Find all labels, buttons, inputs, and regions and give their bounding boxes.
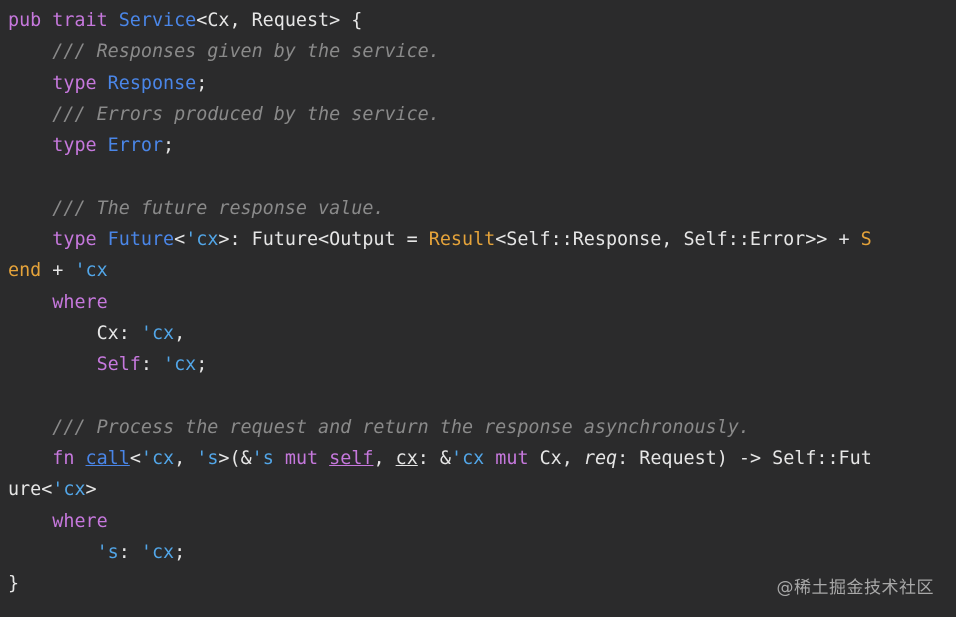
code-token: 's: [251, 448, 274, 470]
code-token: >(&: [218, 448, 252, 470]
code-token: type: [52, 72, 108, 94]
code-token: Response: [107, 72, 197, 94]
code-token: Self: [96, 354, 141, 376]
code-token: ure<: [8, 479, 53, 501]
code-token: 'cx: [140, 542, 175, 564]
code-token: [8, 41, 52, 62]
code-token: call: [85, 448, 130, 470]
code-token: 'cx: [140, 322, 175, 344]
code-token: [8, 229, 52, 250]
code-token: <: [174, 229, 186, 251]
code-token: ;: [196, 354, 208, 376]
code-token: mut: [495, 448, 540, 470]
code-line: 's: 'cx;: [8, 537, 956, 568]
code-token: [8, 542, 97, 563]
code-token: [274, 448, 285, 469]
code-line: [8, 381, 956, 412]
code-token: ;: [196, 72, 208, 94]
code-token: 'cx: [140, 448, 175, 470]
code-token: self: [329, 448, 374, 470]
code-token: <Self::Response, Self::Error>> +: [495, 229, 861, 251]
code-token: 's: [196, 448, 219, 470]
code-token: [484, 448, 495, 469]
code-token: pub trait: [8, 10, 119, 31]
code-token: /// Responses given by the service.: [52, 41, 440, 63]
code-token: fn: [52, 448, 86, 470]
code-line: pub trait Service<Cx, Request> {: [8, 5, 956, 36]
code-line: /// Errors produced by the service.: [8, 99, 956, 130]
code-token: ,: [174, 448, 197, 470]
code-token: type: [52, 229, 108, 251]
code-line: ure<'cx>: [8, 474, 956, 505]
code-line: /// The future response value.: [8, 193, 956, 224]
code-token: +: [41, 260, 75, 282]
code-token: /// Errors produced by the service.: [52, 103, 440, 125]
code-token: type: [52, 135, 108, 157]
code-token: ,: [373, 448, 396, 470]
code-block: pub trait Service<Cx, Request> { /// Res…: [8, 5, 956, 600]
code-token: :: [118, 542, 141, 564]
code-line: Self: 'cx;: [8, 349, 956, 380]
watermark: @稀土掘金技术社区: [776, 578, 934, 598]
code-token: 'cx: [185, 229, 219, 251]
code-token: : &: [417, 448, 451, 470]
code-token: cx: [395, 448, 418, 470]
code-token: [8, 135, 52, 156]
code-token: /// Process the request and return the r…: [52, 416, 750, 438]
code-token: Cx,: [539, 448, 584, 470]
code-token: Error: [107, 135, 164, 157]
code-token: [8, 73, 52, 94]
code-line: fn call<'cx, 's>(&'s mut self, cx: &'cx …: [8, 443, 956, 474]
code-token: mut: [284, 448, 330, 470]
code-token: ;: [163, 135, 175, 157]
code-token: [8, 354, 97, 375]
code-line: where: [8, 287, 956, 318]
code-token: 'cx: [52, 479, 86, 501]
code-token: :: [140, 354, 164, 376]
code-token: [8, 448, 52, 469]
code-token: 'cx: [163, 354, 197, 376]
code-line: end + 'cx: [8, 255, 956, 286]
code-token: >: [85, 479, 97, 501]
code-token: <: [129, 448, 141, 470]
code-line: type Future<'cx>: Future<Output = Result…: [8, 224, 956, 255]
code-token: ,: [174, 322, 186, 344]
code-token: <Cx, Request> {: [196, 10, 363, 31]
code-token: end: [8, 260, 42, 282]
code-token: where: [52, 510, 108, 532]
code-token: /// The future response value.: [52, 197, 385, 219]
code-line: }: [8, 568, 956, 599]
code-token: [8, 104, 52, 125]
code-token: [8, 511, 52, 532]
code-token: req: [583, 448, 618, 470]
code-token: Result: [428, 229, 496, 251]
code-line: type Response;: [8, 68, 956, 99]
code-token: 'cx: [74, 260, 108, 282]
code-token: 's: [96, 542, 119, 564]
code-token: [8, 417, 52, 438]
code-token: }: [8, 573, 20, 595]
code-token: Cx:: [8, 322, 141, 344]
code-token: : Request) -> Self::Fut: [617, 448, 872, 470]
code-line: /// Responses given by the service.: [8, 36, 956, 67]
code-token: S: [860, 229, 872, 251]
code-token: Future: [107, 229, 175, 251]
code-token: Service: [118, 10, 197, 31]
code-token: 'cx: [451, 448, 485, 470]
code-token: >: Future<Output =: [218, 229, 429, 251]
code-token: [8, 198, 52, 219]
code-token: where: [52, 291, 108, 313]
code-token: [8, 292, 52, 313]
code-line: /// Process the request and return the r…: [8, 412, 956, 443]
code-line: where: [8, 506, 956, 537]
code-token: ;: [174, 542, 186, 564]
code-line: [8, 161, 956, 192]
code-line: Cx: 'cx,: [8, 318, 956, 349]
code-line: type Error;: [8, 130, 956, 161]
